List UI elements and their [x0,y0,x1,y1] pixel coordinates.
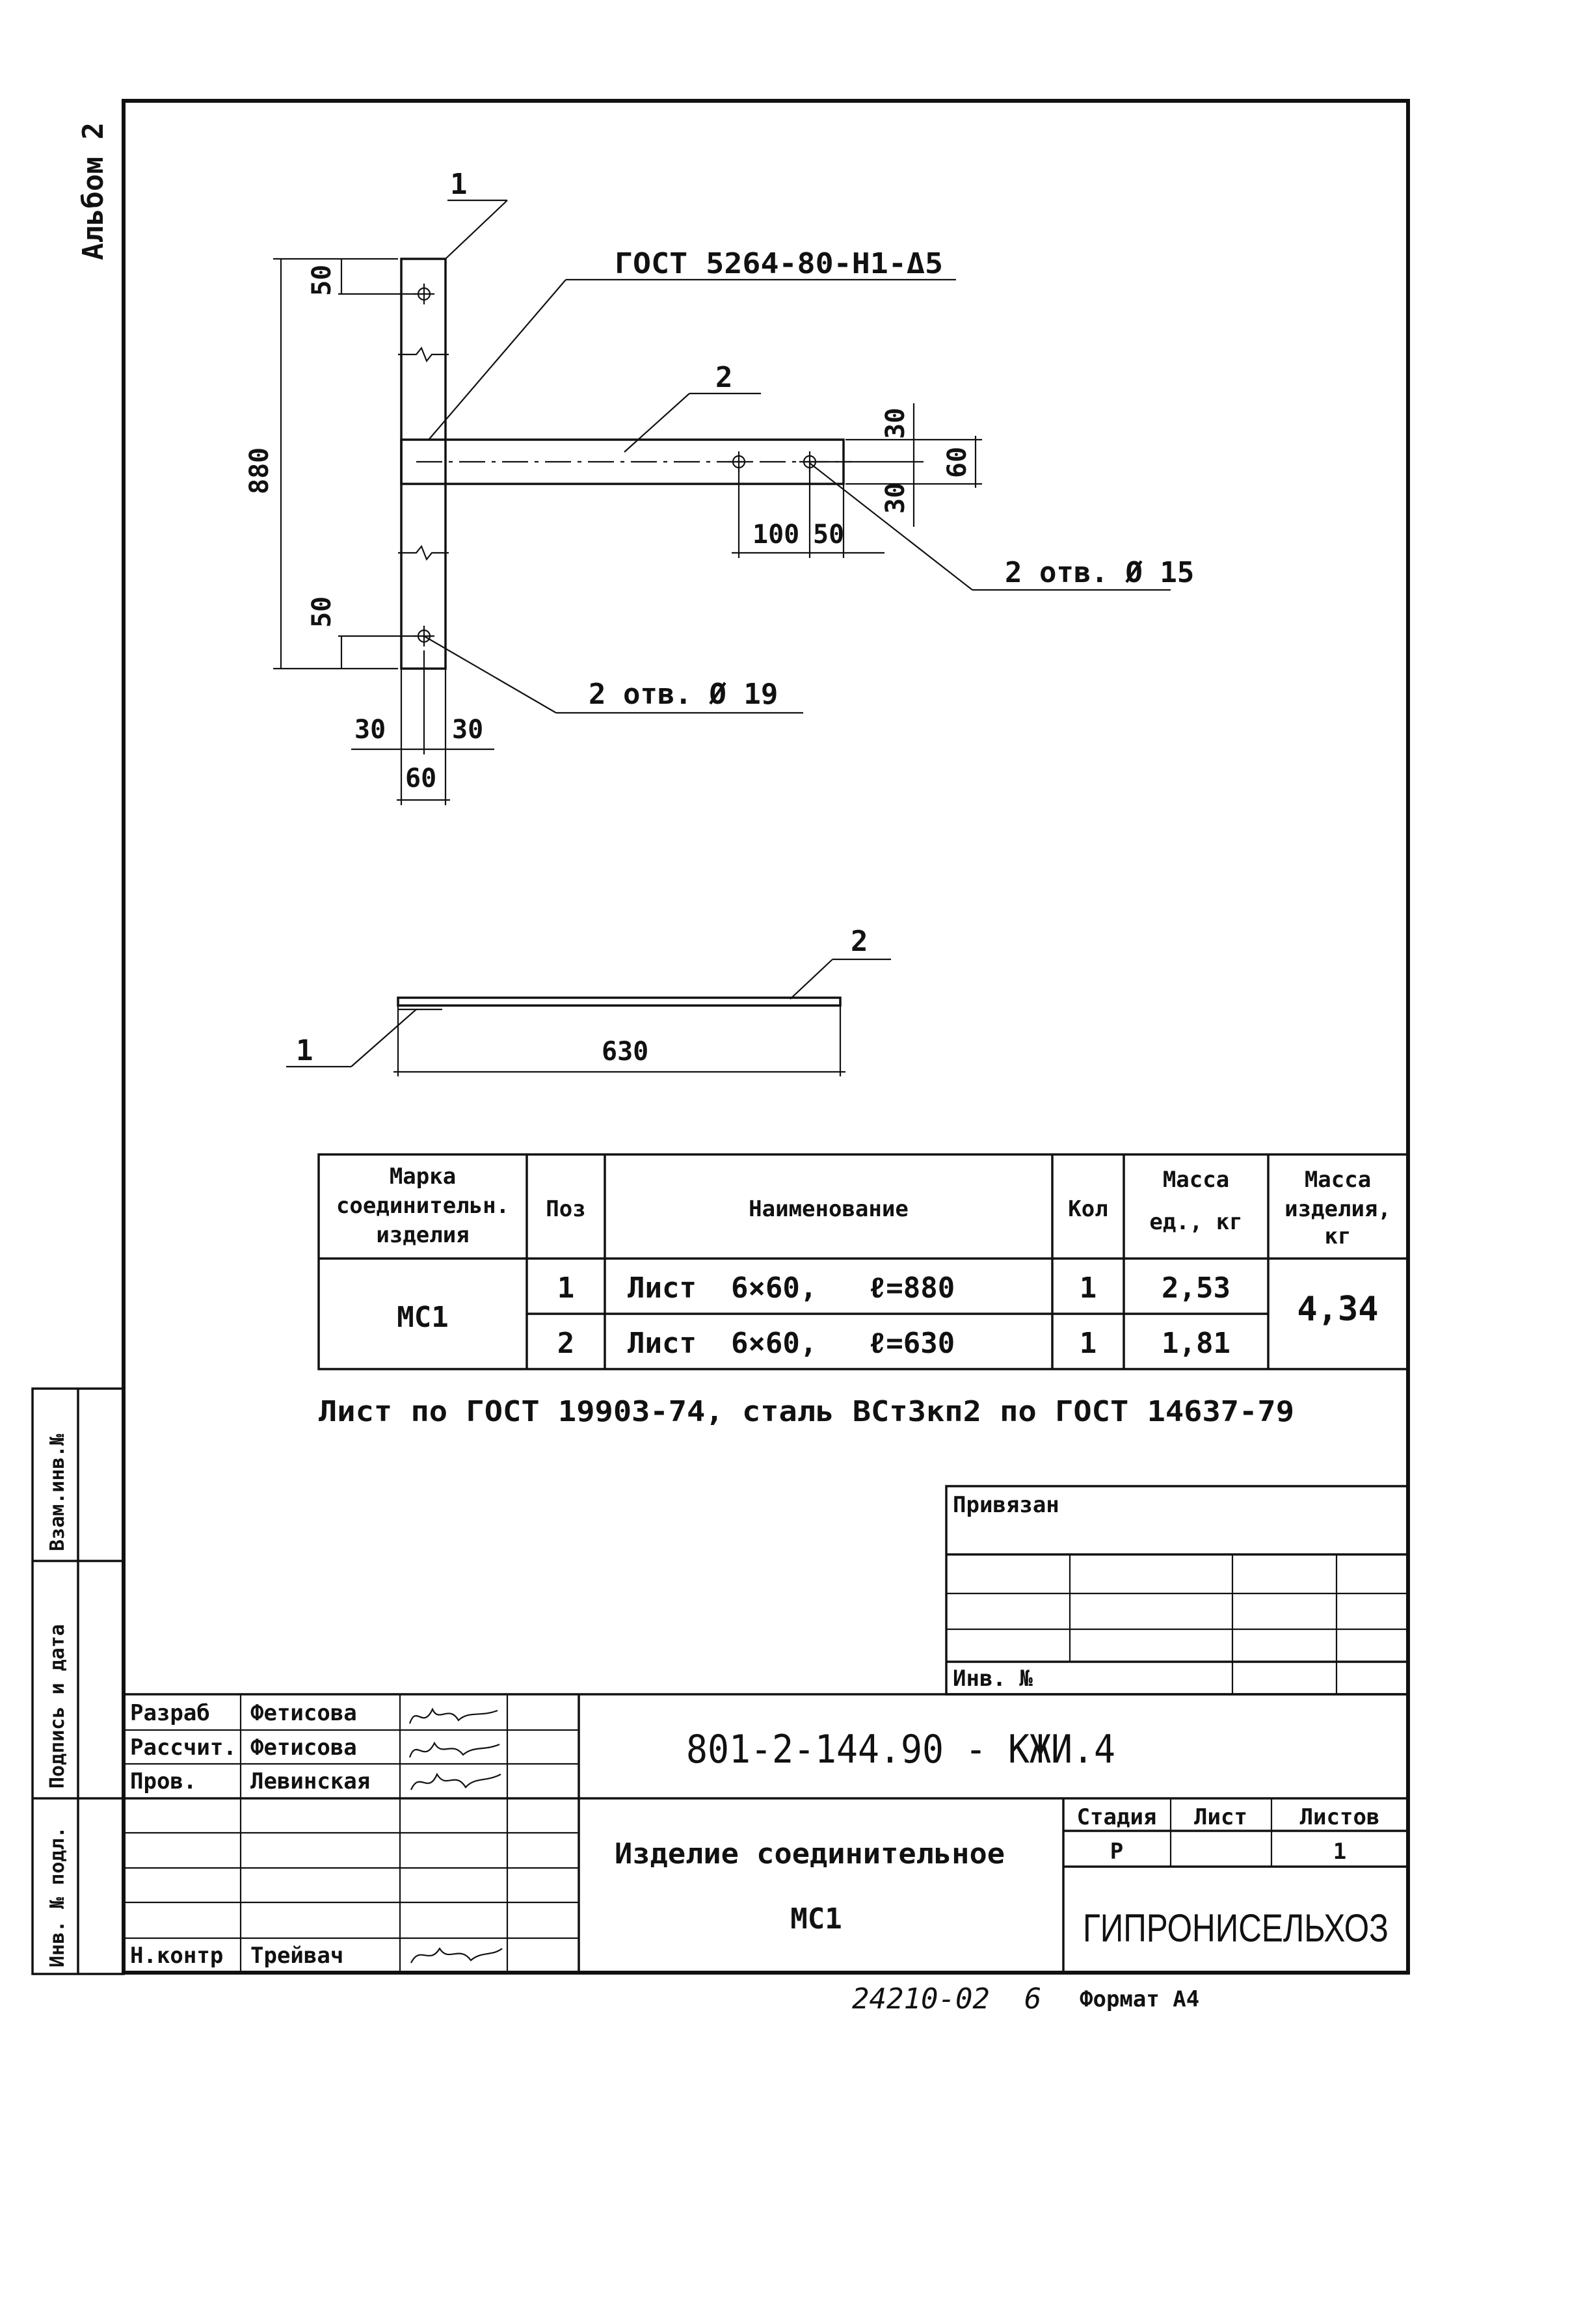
dim-60-right: 60 [942,447,972,478]
spec-table [317,1153,1409,1370]
callout-holes19: 2 отв. Ø 19 [589,678,778,711]
dim-880: 880 [245,447,274,494]
cell-pos: 1 [557,1272,575,1305]
hdr-pos: Поз [546,1196,585,1222]
dim-60-bottom: 60 [405,764,436,793]
strip-vzam: Взам.инв.№ [46,1433,69,1551]
front-view [398,258,852,670]
hdr-mass-item-3: кг [1325,1223,1351,1249]
product-name: Изделие соединительное [615,1837,1005,1871]
stage-label: Стадия [1077,1804,1157,1830]
hdr-name: Наименование [749,1196,909,1222]
cell-qty: 1 [1080,1272,1097,1305]
break-mark [398,346,449,363]
dim-30-left: 30 [354,715,386,745]
callout-holes15: 2 отв. Ø 15 [1005,556,1194,589]
hdr-mass-item-2: изделия, [1284,1196,1391,1222]
dim-30-right-top: 30 [881,408,911,439]
left-strip [31,1387,125,1975]
hdr-qty: Кол [1068,1196,1108,1222]
role-name: Фетисова [250,1700,357,1726]
footer-format: Формат А4 [1080,1986,1199,2012]
dim-50-top: 50 [307,265,337,296]
hdr-mass-item-1: Масса [1305,1167,1371,1193]
cell-name: Лист 6×60, ℓ=630 [628,1327,955,1360]
side-callout-pos2: 2 [851,925,868,958]
role-label: Разраб [130,1700,210,1726]
plate-pos1 [400,258,447,670]
role-name: Трейвач [250,1943,343,1969]
cell-mark: МС1 [397,1301,448,1334]
dim-50-bottom: 50 [307,596,337,628]
hdr-mark-1: Марка [390,1164,456,1190]
role-label: Н.контр [130,1943,223,1969]
callout-pos1: 1 [450,168,468,201]
callout-leaders [423,199,1171,714]
org-name: ГИПРОНИСЕЛЬХОЗ [1083,1906,1389,1950]
hdr-mass-unit-1: Масса [1163,1167,1229,1193]
dim-100: 100 [752,520,799,550]
binding-title: Привязан [953,1492,1059,1518]
sheets-label: Листов [1300,1804,1380,1830]
sheets-value: 1 [1333,1839,1346,1865]
material-note: Лист по ГОСТ 19903-74, сталь ВСт3кп2 по … [319,1395,1294,1428]
album-label: Альбом 2 [77,122,110,260]
doc-code: 801-2-144.90 - КЖИ.4 [686,1727,1115,1772]
signatures [408,1707,503,1964]
role-label: Рассчит. [130,1735,237,1761]
hole-top [414,284,434,304]
sheet-label: Лист [1194,1804,1247,1830]
break-mark [398,544,449,561]
role-label: Пров. [130,1768,196,1794]
strip-podpis: Подпись и дата [46,1624,69,1789]
side-view [286,958,891,1076]
product-mark: МС1 [790,1902,842,1936]
cell-mass: 2,53 [1162,1272,1230,1305]
role-name: Левинская [250,1768,370,1794]
dimension-lines [273,258,982,805]
side-callout-pos1: 1 [296,1034,313,1067]
stage-value: Р [1110,1839,1123,1865]
cell-total-mass: 4,34 [1297,1290,1378,1329]
callout-pos2: 2 [715,361,733,394]
hdr-mark-2: соединительн. [336,1193,509,1219]
sheet-frame [122,99,1410,1975]
dim-50-horiz: 50 [813,520,844,550]
dim-630: 630 [602,1037,648,1067]
title-block [124,1693,1408,1973]
dim-30-right: 30 [452,715,483,745]
cell-pos: 2 [557,1327,575,1360]
hdr-mark-3: изделия [376,1222,469,1248]
footer-number: 24210-02 6 [852,1982,1041,2016]
cell-qty: 1 [1080,1327,1097,1360]
role-name: Фетисова [250,1735,357,1761]
strip-inv-podl: Инв. № подл. [46,1826,69,1967]
cell-mass: 1,81 [1162,1327,1230,1360]
binding-inv: Инв. № [953,1666,1033,1692]
callout-weld: ГОСТ 5264-80-Н1-Δ5 [615,247,943,280]
dim-30-right-bottom: 30 [881,483,911,514]
hdr-mass-unit-2: ед., кг [1149,1209,1242,1235]
cell-name: Лист 6×60, ℓ=880 [628,1272,955,1305]
